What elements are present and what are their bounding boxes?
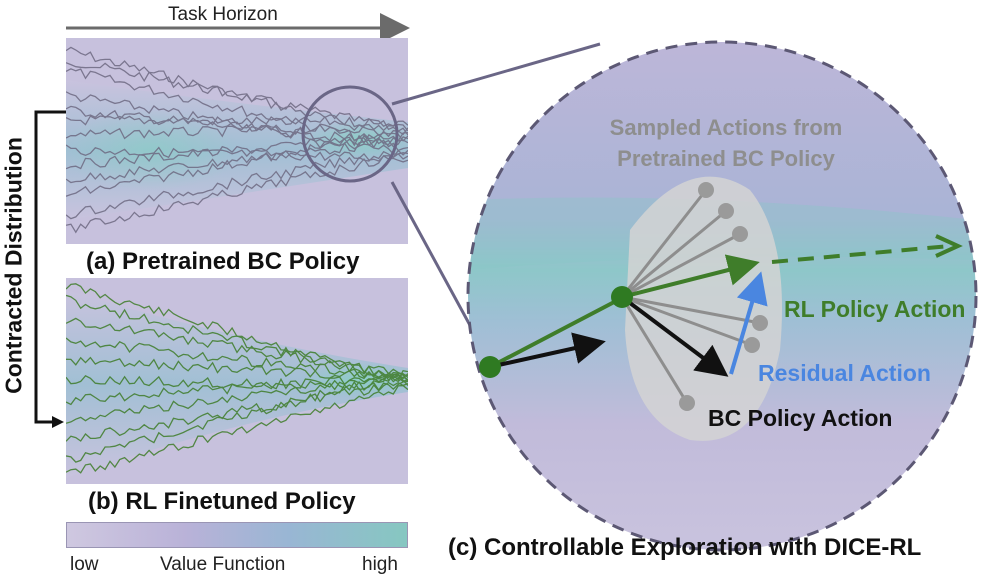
panel-c-zoom: [468, 42, 976, 550]
legend-low-label: low: [70, 554, 99, 575]
value-function-colorbar: [66, 522, 408, 548]
panel-a-plot: [66, 38, 408, 244]
bc-trajectory: [66, 136, 408, 184]
zoom-line-top: [391, 42, 601, 106]
sample-dot: [718, 203, 734, 219]
rl-trajectory: [66, 373, 408, 424]
bc-trajectory: [66, 144, 408, 163]
rl-action-label: RL Policy Action: [784, 296, 965, 322]
bc-trajectory: [66, 123, 408, 140]
zoom-line-bottom: [390, 181, 480, 341]
sampled-action-spokes: [620, 189, 761, 404]
bc-trajectory: [66, 152, 408, 234]
bc-trajectory: [66, 68, 408, 152]
zoom-circle-small: [301, 85, 399, 183]
spoke-4: [621, 295, 761, 325]
panel-b-plot: [66, 278, 408, 484]
sample-dot: [752, 315, 768, 331]
rl-step-1: [489, 298, 619, 369]
bc-trajectory: [66, 62, 408, 136]
contracted-distribution-label: Contracted Distribution: [0, 137, 27, 394]
bc-trajectory: [66, 115, 408, 128]
rl-trajectory: [66, 374, 408, 406]
rl-policy-arrow: [621, 254, 760, 299]
spoke-1: [620, 189, 708, 298]
bc-policy-arrow: [620, 295, 729, 377]
contracted-bracket: [34, 110, 66, 424]
rl-trajectory: [66, 369, 408, 463]
state-node-2: [611, 286, 633, 308]
legend-title: Value Function: [160, 554, 286, 575]
sampled-actions-region: [625, 176, 782, 441]
bc-trajectory: [66, 127, 408, 197]
legend-high-label: high: [362, 554, 398, 575]
residual-arrow: [729, 271, 768, 375]
sampled-action-dots: [679, 182, 768, 411]
residual-action-label: Residual Action: [758, 360, 931, 386]
rl-trajectory: [66, 384, 408, 474]
zoom-circle-large: [466, 40, 978, 552]
bc-trajectory: [66, 105, 408, 146]
task-horizon-label: Task Horizon: [168, 4, 278, 25]
rl-future-dashed: [771, 244, 951, 264]
bc-trajectory: [66, 46, 408, 142]
sample-dot: [679, 395, 695, 411]
rl-trajectory: [66, 374, 408, 392]
sample-dot: [744, 337, 760, 353]
bc-trajectory: [66, 149, 408, 220]
caption-b: (b) RL Finetuned Policy: [88, 488, 356, 515]
rl-trajectory: [66, 317, 408, 377]
bc-action-label: BC Policy Action: [708, 405, 892, 431]
rl-trajectory: [66, 294, 408, 383]
sampled-label-line1: Sampled Actions from: [610, 115, 843, 140]
state-node-1: [479, 356, 501, 378]
caption-a: (a) Pretrained BC Policy: [86, 248, 360, 275]
sample-dot: [732, 226, 748, 242]
rl-future-arrowhead: [935, 234, 963, 258]
bracket-arrowhead: [52, 416, 64, 428]
spoke-6: [620, 296, 689, 404]
spoke-2: [621, 209, 727, 299]
sample-dot: [698, 182, 714, 198]
rl-trajectory: [66, 337, 408, 380]
spoke-5: [621, 295, 753, 347]
bc-step-1-arrow: [493, 332, 606, 368]
sampled-label-line2: Pretrained BC Policy: [617, 146, 835, 171]
caption-c: (c) Controllable Exploration with DICE-R…: [448, 534, 922, 561]
rl-trajectory: [66, 356, 408, 382]
spoke-3: [621, 232, 741, 299]
